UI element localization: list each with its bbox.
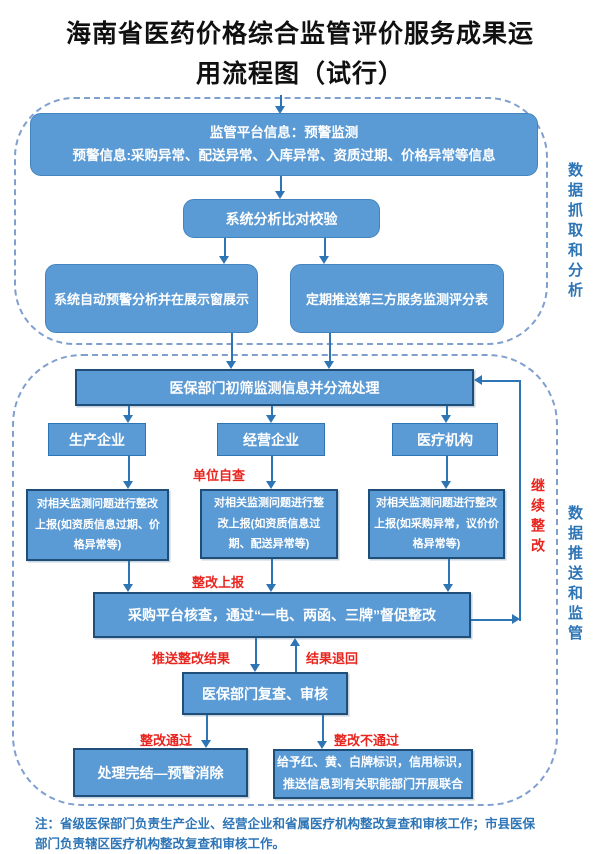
- node-auto-warning-display: 系统自动预警分析并在展示窗展示: [45, 264, 258, 333]
- edge-operator-to-rectify: [271, 456, 273, 482]
- arrowhead-analysis: [275, 191, 285, 199]
- arrowhead-producer: [123, 415, 133, 423]
- edge-top-to-platform: [280, 95, 282, 108]
- arrowhead-purchase-mid: [266, 584, 276, 592]
- arrowhead-return: [290, 638, 300, 646]
- node-platform-warning: 监管平台信息：预警监测 预警信息:采购异常、配送异常、入库异常、资质过期、价格异…: [30, 113, 538, 176]
- node-medical: 医疗机构: [392, 423, 498, 456]
- pass-label: 整改通过: [140, 733, 193, 748]
- edge-rectify-medical-to-purchase: [448, 559, 450, 585]
- node-producer: 生产企业: [48, 423, 146, 456]
- node-rectify-producer: 对相关监测问题进行整改 上报(如资质信息过期、价 格异常等): [26, 489, 169, 561]
- push-result-label: 推送整改结果: [152, 651, 231, 666]
- edge-triage-to-producer: [128, 406, 130, 416]
- node-rectify-medical: 对相关监测问题进行整改 上报(如采购异常，议价价 格异常等): [368, 489, 505, 559]
- node-done: 处理完结—预警消除: [73, 748, 248, 797]
- page-title-line2: 用流程图（试行）: [195, 60, 404, 88]
- section2-side-label: 数据推送和监管: [566, 505, 583, 645]
- edge-review-to-punish: [322, 715, 324, 742]
- continue-rectify-label: 继续整改: [530, 478, 546, 558]
- arrowhead-score: [319, 256, 329, 264]
- arrowhead-loop-to-triage: [474, 375, 482, 385]
- edge-rectify-operator-to-purchase: [271, 559, 273, 585]
- arrowhead-done: [201, 740, 211, 748]
- arrowhead-loop-corner: [512, 614, 520, 624]
- arrowhead-triage-left: [226, 361, 236, 369]
- self-check-label: 单位自查: [193, 468, 246, 483]
- result-return-label: 结果退回: [306, 651, 359, 666]
- arrowhead-auto: [219, 256, 229, 264]
- edge-loop-top: [482, 380, 520, 382]
- edge-triage-to-operator: [271, 406, 273, 416]
- edge-analysis-to-auto: [224, 238, 226, 256]
- arrowhead-medical: [441, 415, 451, 423]
- fail-label: 整改不通过: [334, 733, 400, 748]
- edge-score-to-triage: [329, 333, 331, 362]
- edge-triage-to-medical: [446, 406, 448, 416]
- section1-side-label: 数据抓取和分析: [566, 162, 583, 302]
- node-triage: 医保部门初筛监测信息并分流处理: [75, 369, 474, 406]
- footnote: 注：省级医保部门负责生产企业、经营企业和省属医疗机构整改复查和审核工作；市县医保…: [35, 817, 536, 851]
- arrowhead-rectify-operator: [266, 481, 276, 489]
- node-system-analysis: 系统分析比对校验: [183, 199, 380, 238]
- edge-purchase-to-review: [255, 638, 257, 665]
- node-score-push: 定期推送第三方服务监测评分表: [290, 264, 504, 333]
- arrowhead-operator: [266, 415, 276, 423]
- edge-loop-bottom: [471, 619, 514, 621]
- page-title-line1: 海南省医药价格综合监管评价服务成果运: [65, 20, 534, 48]
- rectify-report-label: 整改上报: [192, 575, 245, 590]
- edge-loop-vertical: [519, 380, 521, 621]
- edge-review-to-purchase-return: [295, 646, 297, 672]
- arrowhead-purchase-left: [123, 584, 133, 592]
- edge-medical-to-rectify: [446, 456, 448, 482]
- section2-dashed-frame: [12, 354, 558, 806]
- arrowhead-rectify-producer: [123, 481, 133, 489]
- edge-rectify-producer-to-purchase: [128, 561, 130, 585]
- arrowhead-purchase-right: [443, 584, 453, 592]
- arrowhead-punish: [317, 741, 327, 749]
- node-review: 医保部门复查、审核: [182, 672, 348, 715]
- node-rectify-operator: 对相关监测问题进行整 改上报(如资质信息过 期、配送异常等): [200, 489, 338, 559]
- edge-platform-to-analysis: [280, 176, 282, 193]
- edge-review-to-done: [206, 715, 208, 741]
- node-purchase-check: 采购平台核查，通过“一电、两函、三牌”督促整改: [93, 592, 471, 638]
- node-label-punish: 给予红、黄、白牌标识，信用标识， 推送信息到有关职能部门开展联合: [273, 749, 473, 799]
- edge-producer-to-rectify: [128, 456, 130, 482]
- arrowhead-platform: [275, 106, 285, 114]
- arrowhead-rectify-medical: [441, 481, 451, 489]
- arrowhead-review: [250, 664, 260, 672]
- node-operator: 经营企业: [217, 423, 325, 456]
- edge-analysis-to-score: [324, 238, 326, 256]
- edge-auto-to-triage: [231, 333, 233, 362]
- arrowhead-triage-right: [324, 361, 334, 369]
